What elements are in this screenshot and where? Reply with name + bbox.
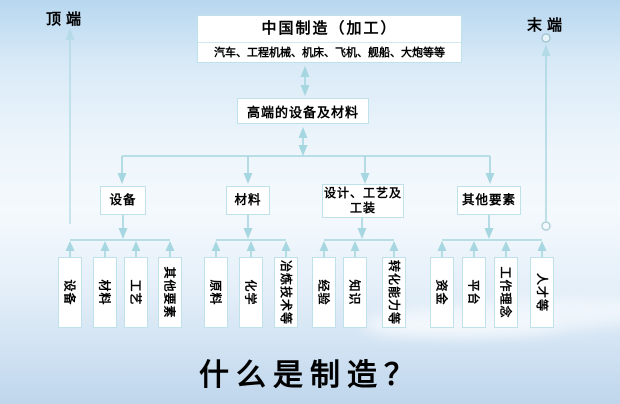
up-arrow-icon	[211, 241, 221, 251]
down-arrow-icon	[300, 85, 310, 96]
root-box: 中国制造（加工） 汽车、工程机械、机床、飞机、舰船、大炮等等	[197, 15, 462, 63]
item-box: 转化能力等	[382, 257, 406, 328]
up-arrow-icon	[541, 44, 551, 56]
up-arrow-icon	[300, 66, 310, 77]
down-arrow-icon	[357, 228, 367, 239]
down-arrow-icon	[243, 173, 253, 184]
category-box-materials: 材料	[226, 186, 270, 215]
down-arrow-icon	[243, 228, 253, 239]
terminator-circle-icon	[541, 221, 551, 231]
item-label: 人才等	[534, 272, 549, 313]
item-label: 其他要素	[162, 266, 177, 319]
up-arrow-icon	[298, 127, 308, 138]
item-box: 材料	[93, 257, 117, 328]
up-arrow-icon	[389, 241, 399, 251]
down-arrow-icon	[484, 228, 494, 239]
item-label: 转化能力等	[386, 259, 401, 326]
up-arrow-icon	[246, 241, 256, 251]
category-box-design-process-tooling: 设计、工艺及工装	[322, 184, 404, 218]
category-box-other-factors: 其他要素	[457, 186, 521, 215]
item-box: 原料	[204, 257, 228, 328]
item-box: 其他要素	[158, 257, 182, 328]
item-label: 原料	[208, 279, 223, 306]
up-arrow-icon	[469, 241, 479, 251]
item-box: 化学	[239, 257, 263, 328]
item-box: 平台	[462, 257, 486, 328]
item-box: 知识	[343, 257, 367, 328]
item-box: 人才等	[530, 257, 554, 328]
item-label: 资金	[434, 279, 449, 306]
item-label: 知识	[347, 279, 362, 306]
terminator-circle-icon	[541, 33, 551, 43]
category-drops	[118, 215, 494, 239]
up-arrow-icon	[165, 241, 175, 251]
down-arrow-icon	[360, 173, 370, 184]
up-arrow-icon	[350, 241, 360, 251]
item-box: 资金	[430, 257, 454, 328]
end-endpoint-label: 末端	[527, 17, 568, 34]
item-box: 冶炼技术等	[274, 257, 298, 328]
up-arrow-icon	[281, 241, 291, 251]
end-endpoint-line	[541, 33, 551, 231]
category-rail	[117, 155, 495, 184]
item-box: 经验	[312, 257, 336, 328]
double-arrow-root-mid	[300, 66, 310, 96]
item-box: 工作理念	[494, 257, 518, 328]
item-label: 冶炼技术等	[278, 259, 293, 326]
item-label: 平台	[466, 279, 481, 306]
down-arrow-icon	[118, 228, 128, 239]
up-arrow-icon	[501, 241, 511, 251]
root-subtitle: 汽车、工程机械、机床、飞机、舰船、大炮等等	[214, 47, 445, 59]
item-label: 材料	[97, 279, 112, 306]
item-label: 化学	[243, 279, 258, 306]
item-box: 设备	[58, 257, 82, 328]
double-arrow-mid-tree	[298, 127, 308, 156]
category-box-equipment: 设备	[100, 186, 146, 215]
mid-box: 高端的设备及材料	[237, 98, 369, 124]
up-arrow-icon	[100, 241, 110, 251]
item-up-arrows	[65, 241, 547, 257]
up-arrow-icon	[437, 241, 447, 251]
item-label: 工艺	[128, 279, 143, 306]
item-label: 经验	[316, 279, 331, 306]
up-arrow-icon	[537, 241, 547, 251]
top-endpoint-line	[65, 28, 75, 224]
up-arrow-icon	[65, 241, 75, 251]
down-arrow-icon	[117, 173, 127, 184]
item-box: 工艺	[124, 257, 148, 328]
item-label: 设备	[62, 279, 77, 306]
question-title: 什么是制造？	[199, 358, 421, 393]
top-endpoint-label: 顶端	[46, 11, 87, 28]
up-arrow-icon	[65, 28, 75, 40]
up-arrow-icon	[319, 241, 329, 251]
root-title: 中国制造（加工）	[198, 16, 461, 43]
up-arrow-icon	[131, 241, 141, 251]
down-arrow-icon	[485, 173, 495, 184]
down-arrow-icon	[298, 145, 308, 156]
item-label: 工作理念	[498, 266, 513, 319]
